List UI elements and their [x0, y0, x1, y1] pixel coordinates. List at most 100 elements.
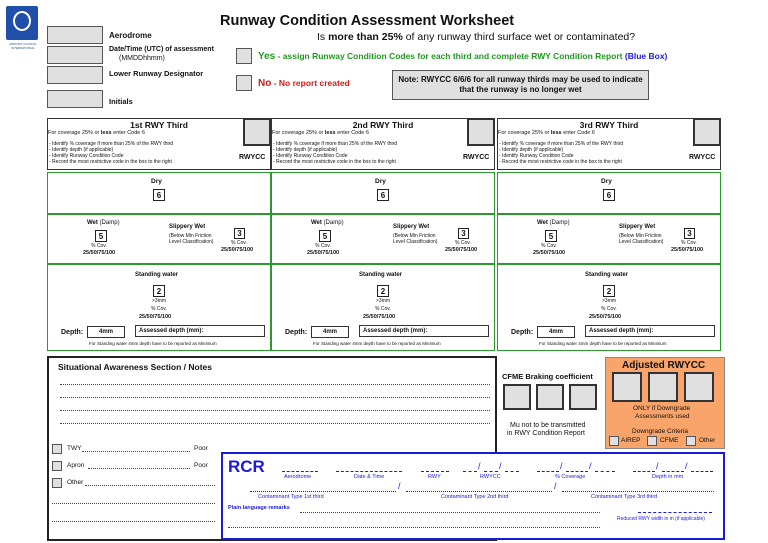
third-1-wet-code-box[interactable]: 5: [95, 230, 107, 242]
twy-line[interactable]: [82, 451, 190, 452]
third-3-assessed-depth-box[interactable]: Assessed depth (mm):: [585, 325, 715, 337]
cfme-box-2[interactable]: [536, 384, 564, 410]
other-criteria-checkbox[interactable]: [686, 436, 696, 446]
rcr-plain-language-line-2[interactable]: [228, 527, 600, 528]
rcr-contaminant-1-line[interactable]: [250, 491, 396, 492]
rcr-coverage-line-2[interactable]: [566, 471, 588, 472]
airep-checkbox[interactable]: [609, 436, 619, 446]
third-1-rwycc-box[interactable]: [243, 118, 271, 146]
third-3-header-box: [497, 118, 721, 170]
cfme-box-1[interactable]: [503, 384, 531, 410]
third-3-title: 3rd RWY Third: [579, 120, 639, 130]
third-3-standing-code-box[interactable]: 2: [603, 285, 615, 297]
aerodrome-field[interactable]: [47, 26, 103, 44]
notes-line-1[interactable]: [60, 384, 490, 385]
third-1-dry-code-box[interactable]: 6: [153, 189, 165, 201]
third-1-depth-value-box[interactable]: 4mm: [87, 326, 125, 338]
third-1-rwycc-label: RWYCC: [239, 154, 266, 161]
rcr-plain-language-label: Plain language remarks: [228, 505, 290, 511]
third-2-assessed-depth-box[interactable]: Assessed depth (mm):: [359, 325, 489, 337]
apron-poor-label: Poor: [194, 462, 208, 469]
third-1-standing-note: For Standing water 4mm depth have to be …: [89, 341, 217, 346]
rcr-depth-line-3[interactable]: [691, 471, 713, 472]
cfme-note-2: in RWY Condition Report: [507, 430, 585, 437]
rcr-rwycc-line-3[interactable]: [505, 471, 519, 472]
adjusted-box-2[interactable]: [648, 372, 678, 402]
page-title: Runway Condition Assessment Worksheet: [220, 13, 515, 29]
third-1-wet-label: Wet (Damp): [87, 220, 120, 226]
third-2-slippery-code-box[interactable]: 3: [458, 228, 469, 239]
other-checkbox[interactable]: [52, 478, 62, 488]
notes-line-3[interactable]: [60, 410, 490, 411]
rcr-rwycc-line-1[interactable]: [463, 471, 477, 472]
aerodrome-label: Aerodrome: [109, 31, 152, 40]
subtitle-question: Is more than 25% of any runway third sur…: [317, 31, 636, 43]
third-3-instruction-1: - Identify % coverage if more than 25% o…: [499, 141, 624, 147]
rcr-depth-line-2[interactable]: [662, 471, 684, 472]
third-1-wet-cov-values: 25/50/75/100: [83, 250, 116, 256]
third-2-standing-code-box[interactable]: 2: [377, 285, 389, 297]
rcr-plain-language-line-1[interactable]: [300, 512, 600, 513]
other-line-3[interactable]: [52, 521, 215, 522]
third-2-wet-code-box[interactable]: 5: [319, 230, 331, 242]
rcr-depth-label: Depth in mm: [652, 474, 684, 480]
cfme-box-3[interactable]: [569, 384, 597, 410]
third-3-dry-section: [497, 172, 721, 214]
third-3-rwycc-box[interactable]: [693, 118, 721, 146]
no-option-text: No - No report created: [258, 78, 350, 89]
datetime-label: Date/Time (UTC) of assessment: [109, 46, 214, 53]
third-2-rwycc-box[interactable]: [467, 118, 495, 146]
rcr-rwycc-line-2[interactable]: [484, 471, 498, 472]
rcr-coverage-line-3[interactable]: [595, 471, 615, 472]
third-2-coverage-note: For coverage 25% or less enter Code 6: [272, 130, 369, 136]
yes-option-text: Yes - assign Runway Condition Codes for …: [258, 51, 668, 62]
third-2-instruction-1: - Identify % coverage if more than 25% o…: [273, 141, 398, 147]
rcr-contaminant-2-line[interactable]: [406, 491, 552, 492]
other-line-1[interactable]: [85, 485, 215, 486]
initials-field[interactable]: [47, 90, 103, 108]
no-checkbox[interactable]: [236, 75, 252, 91]
third-3-depth-value-box[interactable]: 4mm: [537, 326, 575, 338]
third-2-header-box: [271, 118, 495, 170]
third-2-wet-cov-values: 25/50/75/100: [307, 250, 340, 256]
rcr-title: RCR: [228, 457, 265, 476]
cfme-note-1: Mu not to be transmitted: [510, 422, 586, 429]
rcr-datetime-line[interactable]: [336, 471, 402, 472]
apron-checkbox[interactable]: [52, 461, 62, 471]
notes-line-4[interactable]: [60, 423, 490, 424]
third-1-title: 1st RWY Third: [130, 120, 188, 130]
rcr-coverage-slash-1: /: [560, 461, 563, 471]
third-3-slippery-code-box[interactable]: 3: [684, 228, 695, 239]
apron-line[interactable]: [88, 468, 190, 469]
adjusted-box-3[interactable]: [684, 372, 714, 402]
rcr-rwy-line[interactable]: [421, 471, 449, 472]
datetime-field[interactable]: [47, 46, 103, 64]
third-3-slippery-label: Slippery Wet: [619, 224, 656, 230]
third-2-depth-value-box[interactable]: 4mm: [311, 326, 349, 338]
rcr-reduced-width-label: Reduced RWY width in m (if applicable): [617, 516, 705, 522]
rcr-reduced-width-line[interactable]: [638, 512, 712, 513]
situational-title: Situational Awareness Section / Notes: [58, 362, 212, 372]
rcr-coverage-line-1[interactable]: [537, 471, 559, 472]
third-1-wet-section: [47, 214, 271, 264]
third-1-standing-code-box[interactable]: 2: [153, 285, 165, 297]
third-2-dry-code-box[interactable]: 6: [377, 189, 389, 201]
runway-designator-label: Lower Runway Designator: [109, 69, 204, 78]
rcr-aerodrome-line[interactable]: [282, 471, 318, 472]
third-3-wet-cov-values: 25/50/75/100: [533, 250, 566, 256]
yes-checkbox[interactable]: [236, 48, 252, 64]
third-1-standing-label: Standing water: [135, 272, 179, 278]
third-3-dry-code-box[interactable]: 6: [603, 189, 615, 201]
runway-designator-field[interactable]: [47, 66, 103, 84]
notes-line-2[interactable]: [60, 397, 490, 398]
adjusted-box-1[interactable]: [612, 372, 642, 402]
rcr-contaminant-3-line[interactable]: [562, 491, 714, 492]
third-3-wet-code-box[interactable]: 5: [545, 230, 557, 242]
other-line-2[interactable]: [52, 503, 215, 504]
rcr-depth-line-1[interactable]: [633, 471, 655, 472]
third-1-slippery-code-box[interactable]: 3: [234, 228, 245, 239]
twy-checkbox[interactable]: [52, 444, 62, 454]
third-1-assessed-depth-box[interactable]: Assessed depth (mm):: [135, 325, 265, 337]
cfme-criteria-checkbox[interactable]: [647, 436, 657, 446]
third-1-slippery-sub-2: Level Classification): [169, 239, 214, 245]
